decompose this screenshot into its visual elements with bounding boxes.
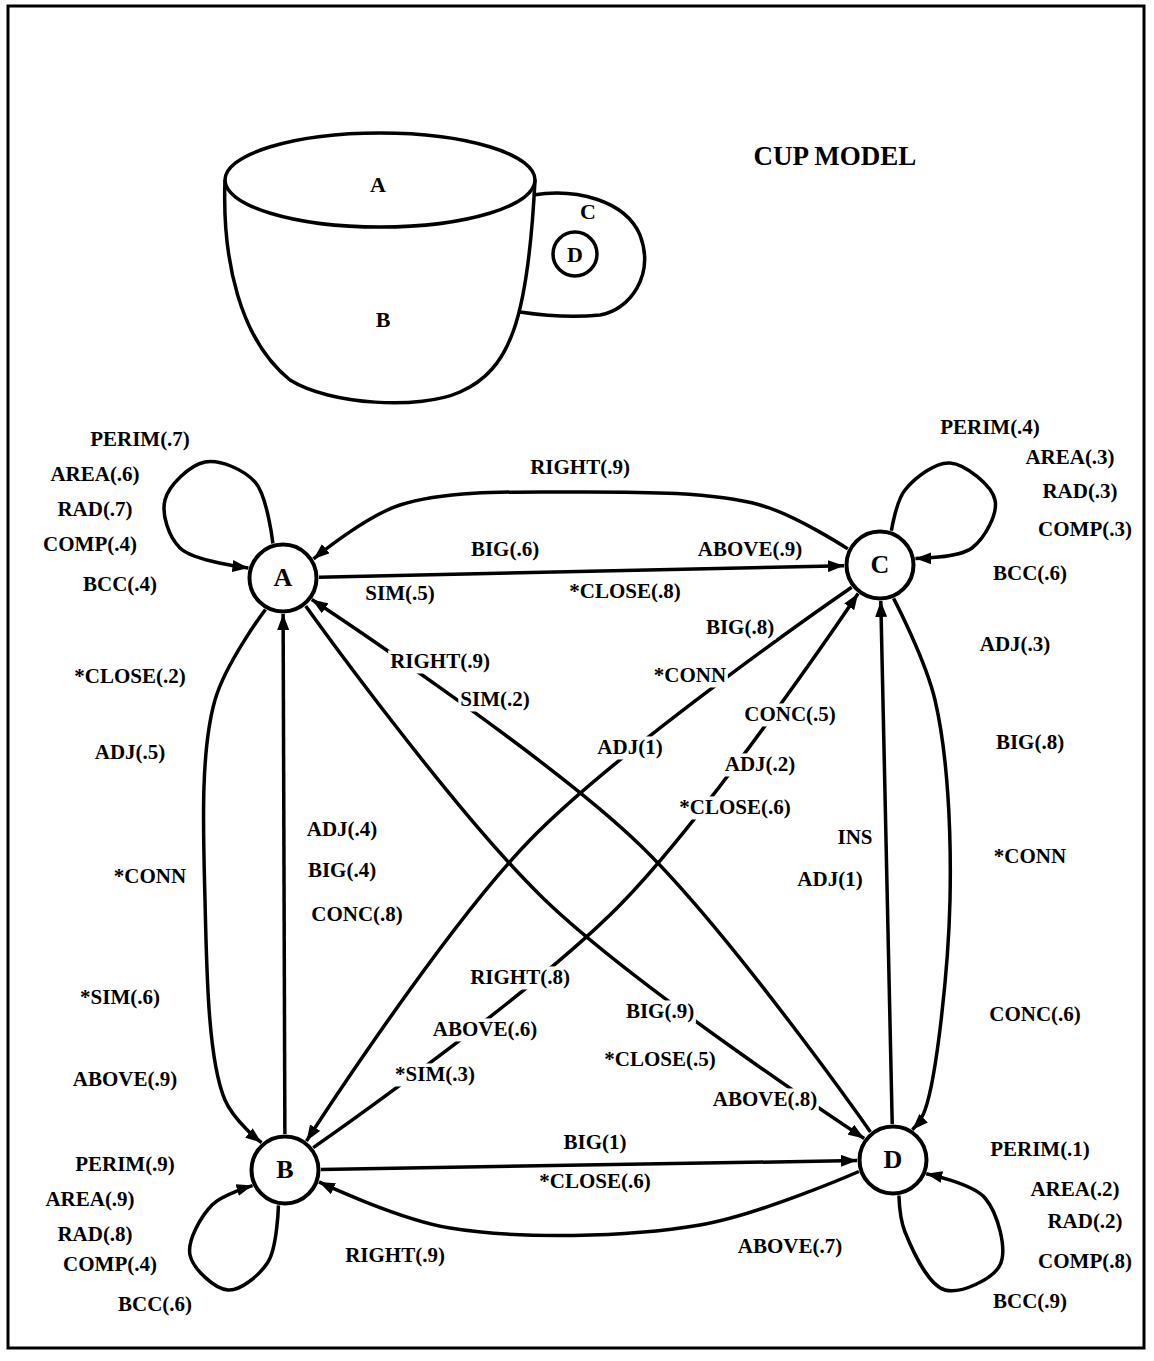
self-loop <box>164 462 273 568</box>
relation-label: COMP(.4) <box>61 1253 159 1276</box>
relation-label: ABOVE(.7) <box>736 1235 844 1258</box>
relation-label: AREA(.3) <box>1023 446 1116 469</box>
relation-label: *SIM(.6) <box>78 986 162 1009</box>
relation-label: ADJ(1) <box>795 868 864 891</box>
relation-label: BCC(.6) <box>116 1293 194 1316</box>
relation-label: RIGHT(.8) <box>468 966 572 989</box>
relation-arrow <box>306 606 864 1139</box>
relation-label: RIGHT(.9) <box>343 1244 447 1267</box>
relation-arrow <box>306 587 851 1141</box>
relation-label: PERIM(.1) <box>988 1138 1092 1161</box>
relation-label: BIG(.8) <box>994 731 1066 754</box>
relation-label: RAD(.2) <box>1045 1210 1124 1233</box>
relation-label: COMP(.8) <box>1036 1250 1134 1273</box>
relation-label: ABOVE(.9) <box>696 538 804 561</box>
relation-label: *CLOSE(.5) <box>602 1048 717 1071</box>
relation-label: ADJ(1) <box>595 736 664 759</box>
node-letter: C <box>871 552 890 578</box>
relation-label: BIG(.4) <box>306 859 378 882</box>
relation-label: BCC(.9) <box>991 1290 1069 1313</box>
relation-label: *CONN <box>652 664 728 687</box>
relation-label: RIGHT(.9) <box>388 650 492 673</box>
cup-body <box>225 180 535 403</box>
relation-label: ADJ(.3) <box>978 633 1053 656</box>
relation-label: ABOVE(.6) <box>431 1018 539 1041</box>
relation-label: *CONN <box>992 845 1068 868</box>
diagram-title: CUP MODEL <box>752 142 919 172</box>
relation-label: RAD(.3) <box>1040 480 1119 503</box>
relation-label: AREA(.6) <box>48 463 141 486</box>
node-letter: A <box>274 565 293 591</box>
relation-label: RAD(.8) <box>55 1223 134 1246</box>
relation-label: *CLOSE(.2) <box>72 665 187 688</box>
relation-arrow <box>894 598 951 1129</box>
part-letter: D <box>565 243 585 267</box>
relation-label: *CONN <box>112 865 188 888</box>
relation-label: PERIM(.4) <box>938 416 1042 439</box>
part-letter: A <box>368 173 388 197</box>
relation-arrow <box>203 609 265 1142</box>
relation-label: ADJ(.2) <box>723 753 798 776</box>
relation-arrow <box>312 600 871 1132</box>
cup-rim <box>225 133 535 227</box>
relation-label: AREA(.2) <box>1028 1178 1121 1201</box>
relation-label: ABOVE(.9) <box>71 1068 179 1091</box>
node-letter: B <box>276 1157 293 1183</box>
relation-label: CONC(.5) <box>742 703 838 726</box>
relation-label: *CLOSE(.6) <box>537 1170 652 1193</box>
relation-label: PERIM(.9) <box>73 1153 177 1176</box>
part-letter: B <box>374 308 393 332</box>
relation-label: CONC(.6) <box>987 1003 1083 1026</box>
relation-arrow <box>881 601 892 1124</box>
relation-label: ADJ(.5) <box>93 741 168 764</box>
relation-arrow <box>319 566 844 577</box>
relation-arrow <box>283 614 285 1134</box>
handle-hole <box>553 232 597 276</box>
relation-label: RIGHT(.9) <box>528 456 632 479</box>
relation-label: *SIM(.3) <box>393 1063 477 1086</box>
relation-label: BIG(.6) <box>469 538 541 561</box>
node-circle: A <box>247 542 319 614</box>
part-letter: C <box>578 200 598 224</box>
relation-label: ADJ(.4) <box>305 818 380 841</box>
relation-label: ABOVE(.8) <box>711 1088 819 1111</box>
relation-label: BCC(.4) <box>81 573 159 596</box>
relation-label: COMP(.3) <box>1036 518 1134 541</box>
relation-label: SIM(.2) <box>458 688 531 711</box>
node-letter: D <box>884 1147 903 1173</box>
relation-label: AREA(.9) <box>43 1188 136 1211</box>
relation-label: BIG(.8) <box>704 616 776 639</box>
cup-handle <box>520 193 644 316</box>
relation-label: *CLOSE(.8) <box>567 580 682 603</box>
self-loop <box>899 1174 1003 1291</box>
self-loop <box>190 1186 279 1290</box>
relation-arrow <box>313 594 858 1148</box>
relation-label: BIG(.9) <box>624 1000 696 1023</box>
relation-arrow <box>321 1161 857 1170</box>
node-circle: D <box>857 1124 929 1196</box>
node-circle: B <box>249 1134 321 1206</box>
relation-label: RAD(.7) <box>55 498 134 521</box>
relation-label: BIG(1) <box>562 1131 629 1154</box>
relation-label: PERIM(.7) <box>88 428 192 451</box>
relation-label: BCC(.6) <box>991 562 1069 585</box>
relation-label: *CLOSE(.6) <box>677 796 792 819</box>
relation-label: INS <box>835 826 874 849</box>
relation-label: CONC(.8) <box>309 903 405 926</box>
figure-frame <box>8 6 1144 1348</box>
relation-label: COMP(.4) <box>41 533 139 556</box>
node-circle: C <box>844 529 916 601</box>
relation-label: SIM(.5) <box>363 582 436 605</box>
